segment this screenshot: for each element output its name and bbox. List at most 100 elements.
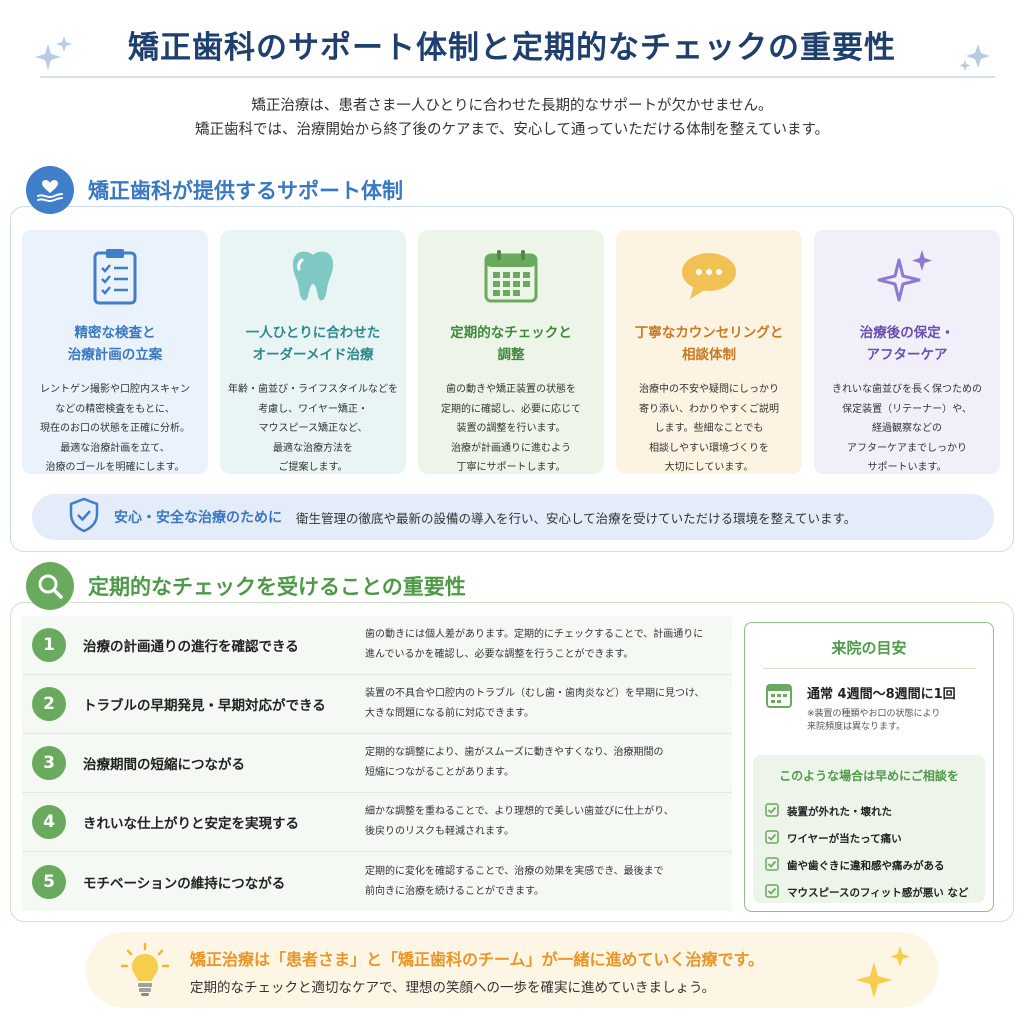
visit-frequency-text: 通常 4週間〜8週間に1回 [807, 687, 956, 702]
card-description: 歯の動きや矯正装置の状態を 定期的に確認し、必要に応じて 装置の調整を行います。… [418, 380, 604, 478]
card-title: 一人ひとりに合わせた オーダーメイド治療 [220, 322, 406, 368]
consult-title: このような場合は早めにご相談を [779, 769, 959, 783]
item-description: 装置の不具合や口腔内のトラブル（むし歯・歯肉炎など）を早期に見つけ、 大きな問題… [365, 684, 705, 724]
card-title: 精密な検査と 治療計画の立案 [22, 322, 208, 368]
item-description: 定期的な調整により、歯がスムーズに動きやすくなり、治療期間の 短縮につながること… [365, 743, 664, 783]
support-card: 丁寧なカウンセリングと 相談体制 治療中の不安や疑問にしっかり 寄り添い、わかり… [616, 230, 802, 474]
consult-item: マウスピースのフィット感が悪い など [765, 879, 985, 906]
sparkle-icon [856, 944, 916, 1004]
item-title: 治療期間の短縮につながる [83, 757, 245, 773]
card-desc-line: などの精密検査をもとに、 [55, 403, 175, 415]
card-desc-line: レントゲン撮影や口腔内スキャン [40, 384, 190, 395]
support-card: 一人ひとりに合わせた オーダーメイド治療 年齢・歯並び・ライフスタイルなどを 考… [220, 230, 406, 474]
visit-frequency: 通常 4週間〜8週間に1回 ※装置の種類やお口の状態により 来院頻度は異なります… [765, 681, 956, 734]
item-desc-line: 進んでいるかを確認し、必要な調整を行うことができます。 [365, 649, 634, 660]
card-desc-line: 定期的に確認し、必要に応じて [441, 403, 581, 415]
card-desc-line: 年齢・歯並び・ライフスタイルなどを [228, 384, 398, 395]
item-desc-line: 短縮につながることがあります。 [365, 767, 514, 778]
item-desc-line: 後戻りのリスクも軽減されます。 [365, 826, 514, 837]
visit-note-line: ※装置の種類やお口の状態により [807, 709, 941, 719]
magnifier-icon [26, 562, 74, 610]
consult-list: 装置が外れた・壊れた ワイヤーが当たって痛い 歯や歯ぐきに違和感や痛みがある マ… [765, 798, 985, 906]
visit-note: ※装置の種類やお口の状態により 来院頻度は異なります。 [807, 708, 956, 734]
card-desc-line: 考慮し、ワイヤー矯正・ [258, 403, 368, 415]
visit-divider [763, 668, 975, 669]
importance-section-frame [10, 602, 1014, 922]
item-title: きれいな仕上がりと安定を実現する [83, 816, 299, 832]
card-desc-line: 装置の調整を行います。 [456, 423, 566, 434]
card-title-line: 治療計画の立案 [67, 347, 163, 363]
support-card: 精密な検査と 治療計画の立案 レントゲン撮影や口腔内スキャン などの精密検査をも… [22, 230, 208, 474]
sparkle-icon [814, 236, 1000, 316]
item-desc-line: 細かな調整を重ねることで、より理想的で美しい歯並びに仕上がり、 [365, 806, 674, 817]
sparkle-icon [34, 34, 74, 78]
consult-item: 装置が外れた・壊れた [765, 798, 985, 825]
importance-section-header: 定期的なチェックを受けることの重要性 [26, 562, 466, 610]
clipboard-checklist-icon [22, 236, 208, 316]
intro-text: 矯正治療は、患者さま一人ひとりに合わせた長期的なサポートが欠かせません。 矯正歯… [0, 94, 1024, 142]
item-desc-line: 定期的に変化を確認することで、治療の効果を実感でき、最後まで [365, 865, 664, 877]
check-icon [765, 803, 779, 820]
item-number: 5 [32, 864, 66, 899]
consult-item: 歯や歯ぐきに違和感や痛みがある [765, 852, 985, 879]
card-desc-line: 治療中の不安や疑問にしっかり [639, 384, 779, 395]
safety-banner: 安心・安全な治療のために 衛生管理の徹底や最新の設備の導入を行い、安心して治療を… [32, 494, 994, 540]
card-title-line: アフターケア [866, 347, 948, 363]
card-title: 定期的なチェックと 調整 [418, 322, 604, 368]
item-description: 細かな調整を重ねることで、より理想的で美しい歯並びに仕上がり、 後戻りのリスクも… [365, 802, 674, 842]
card-description: 治療中の不安や疑問にしっかり 寄り添い、わかりやすくご説明 します。些細なことで… [616, 380, 802, 478]
calendar-icon [765, 681, 793, 713]
consult-item: ワイヤーが当たって痛い [765, 825, 985, 852]
card-desc-line: マウスピース矯正など、 [258, 423, 368, 434]
card-desc-line: きれいな歯並びを長く保つための [832, 384, 982, 395]
visit-guide-panel: 来院の目安 通常 4週間〜8週間に1回 ※装置の種類やお口の状態により 来院頻度… [744, 622, 994, 912]
item-desc-line: 定期的な調整により、歯がスムーズに動きやすくなり、治療期間の [365, 747, 664, 758]
support-section-frame [10, 206, 1014, 552]
support-card: 定期的なチェックと 調整 歯の動きや矯正装置の状態を 定期的に確認し、必要に応じ… [418, 230, 604, 474]
consult-item-label: 歯や歯ぐきに違和感や痛みがある [787, 860, 945, 872]
item-desc-line: 大きな問題になる前に対応できます。 [365, 708, 534, 719]
item-title: 治療の計画通りの進行を確認できる [83, 639, 299, 655]
check-icon [765, 857, 779, 874]
card-desc-line: 現在のお口の状態を正確に分析。 [40, 423, 190, 434]
importance-item: 5 モチベーションの維持につながる 定期的に変化を確認することで、治療の効果を実… [22, 852, 732, 911]
card-desc-line: 治療のゴールを明確にします。 [45, 462, 185, 473]
item-number: 1 [32, 628, 66, 662]
title-divider [40, 76, 995, 78]
consult-box: このような場合は早めにご相談を 装置が外れた・壊れた ワイヤーが当たって痛い 歯… [753, 755, 985, 903]
check-icon [765, 830, 779, 847]
card-title-line: 精密な検査と [74, 325, 156, 341]
card-title-line: 定期的なチェックと [450, 325, 572, 341]
lightbulb-icon [120, 942, 170, 1002]
consult-item-label: マウスピースのフィット感が悪い など [787, 887, 969, 899]
card-title-line: 相談体制 [682, 347, 736, 363]
item-description: 定期的に変化を確認することで、治療の効果を実感でき、最後まで 前向きに治療を続け… [365, 862, 664, 902]
item-desc-line: 前向きに治療を続けることができます。 [365, 885, 544, 897]
safety-text: 衛生管理の徹底や最新の設備の導入を行い、安心して治療を受けていただける環境を整え… [296, 510, 857, 526]
card-title: 丁寧なカウンセリングと 相談体制 [616, 322, 802, 368]
heart-hand-icon [26, 166, 74, 214]
closing-banner: 矯正治療は「患者さま」と「矯正歯科のチーム」が一緒に進めていく治療です。 定期的… [86, 932, 938, 1008]
card-desc-line: 寄り添い、わかりやすくご説明 [639, 403, 779, 415]
support-section-title: 矯正歯科が提供するサポート体制 [88, 179, 403, 203]
item-title: トラブルの早期発見・早期対応ができる [83, 698, 326, 714]
card-description: 年齢・歯並び・ライフスタイルなどを 考慮し、ワイヤー矯正・ マウスピース矯正など… [220, 380, 406, 478]
calendar-icon [418, 236, 604, 316]
card-desc-line: サポートいます。 [867, 462, 947, 473]
item-desc-line: 歯の動きには個人差があります。定期的にチェックすることで、計画通りに [365, 629, 704, 640]
closing-text: 定期的なチェックと適切なケアで、理想の笑顔への一歩を確実に進めていきましょう。 [190, 980, 716, 996]
page-title-row: 矯正歯科のサポート体制と定期的なチェックの重要性 [0, 22, 1024, 67]
sparkle-icon [958, 38, 994, 78]
support-section-header: 矯正歯科が提供するサポート体制 [26, 166, 403, 214]
card-desc-line: 歯の動きや矯正装置の状態を [446, 384, 576, 395]
speech-bubble-icon [616, 236, 802, 316]
card-desc-line: 治療が計画通りに進むよう [451, 442, 571, 454]
card-desc-line: 経過観察などの [872, 423, 942, 434]
card-desc-line: 最適な治療方法を [273, 442, 353, 454]
importance-item: 3 治療期間の短縮につながる 定期的な調整により、歯がスムーズに動きやすくなり、… [22, 734, 732, 793]
intro-line: 矯正治療は、患者さま一人ひとりに合わせた長期的なサポートが欠かせません。 [251, 98, 773, 114]
support-card: 治療後の保定・ アフターケア きれいな歯並びを長く保つための 保定装置（リテーナ… [814, 230, 1000, 474]
page-title: 矯正歯科のサポート体制と定期的なチェックの重要性 [128, 30, 896, 66]
item-desc-line: 装置の不具合や口腔内のトラブル（むし歯・歯肉炎など）を早期に見つけ、 [365, 688, 705, 699]
item-number: 3 [32, 746, 66, 780]
